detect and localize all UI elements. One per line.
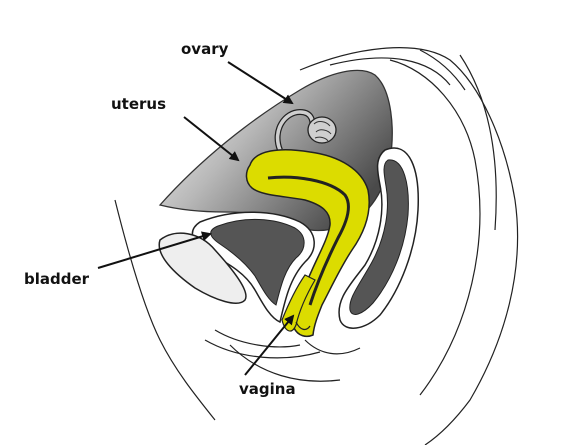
rectum (338, 147, 419, 329)
ovary-arrow (227, 61, 294, 105)
uterus-arrow (183, 116, 240, 162)
bladder (191, 211, 315, 324)
ovary-label: ovary (181, 40, 229, 58)
uterus-label: uterus (111, 95, 167, 113)
vagina-arrow (244, 314, 295, 376)
vagina-label: vagina (239, 380, 296, 398)
body-contour (114, 47, 519, 445)
ovary (274, 108, 337, 152)
uterus (245, 149, 370, 338)
label-pointers (97, 61, 295, 376)
bladder-arrow (97, 231, 212, 269)
bladder-label: bladder (24, 270, 90, 288)
